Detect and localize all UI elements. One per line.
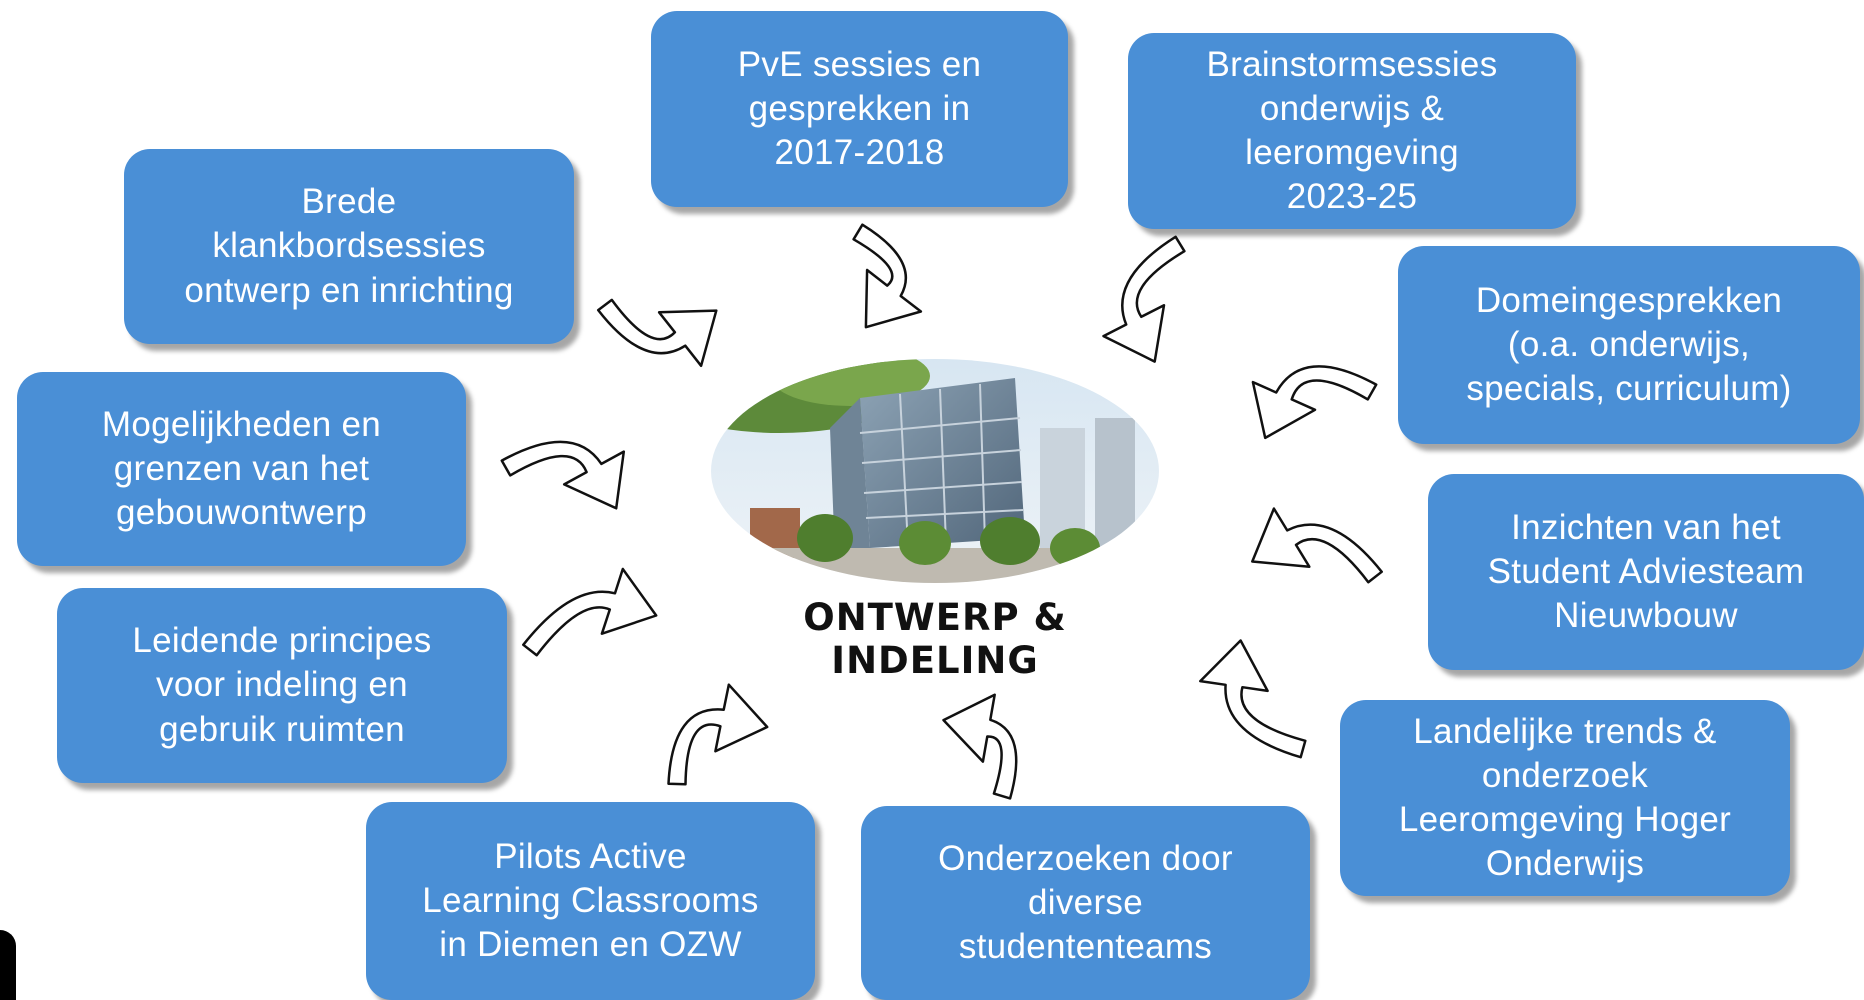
- arrow-from-mogelijkheden: [500, 440, 626, 510]
- arrow-from-domein: [1251, 365, 1378, 440]
- arrow-from-pve: [852, 223, 923, 329]
- building-image: [711, 359, 1159, 583]
- box-klankbordsessies-label: Brede klankbordsessies ontwerp en inrich…: [184, 182, 514, 310]
- box-klankbordsessies: Brede klankbordsessies ontwerp en inrich…: [124, 149, 574, 344]
- arrow-from-landelijk: [1199, 639, 1307, 759]
- box-onderzoeken-studententeams: Onderzoeken door diverse studententeams: [861, 806, 1310, 1000]
- box-pve-sessies-label: PvE sessies en gesprekken in 2017-2018: [737, 44, 982, 173]
- box-pilots-alc: Pilots Active Learning Classrooms in Die…: [366, 802, 815, 1000]
- box-onderzoeken-studententeams-label: Onderzoeken door diverse studententeams: [938, 838, 1233, 967]
- arrow-from-onderzoeken: [942, 693, 1018, 800]
- box-brainstormsessies: Brainstormsessies onderwijs & leeromgevi…: [1128, 33, 1576, 229]
- box-mogelijkheden-label: Mogelijkheden en grenzen van het gebouwo…: [101, 404, 382, 533]
- box-landelijke-trends-label: Landelijke trends & onderzoek Leeromgevi…: [1398, 711, 1732, 884]
- box-pilots-alc-label: Pilots Active Learning Classrooms in Die…: [422, 836, 759, 965]
- arrow-from-inzichten: [1251, 507, 1383, 584]
- box-domeingesprekken: Domeingesprekken (o.a. onderwijs, specia…: [1398, 246, 1860, 444]
- arrow-from-principes: [522, 567, 658, 657]
- box-domeingesprekken-label: Domeingesprekken (o.a. onderwijs, specia…: [1466, 280, 1792, 409]
- box-landelijke-trends: Landelijke trends & onderzoek Leeromgevi…: [1340, 700, 1790, 896]
- box-leidende-principes-label: Leidende principes voor indeling en gebr…: [132, 621, 432, 749]
- arrow-from-klankbord: [596, 298, 718, 368]
- box-inzichten-adviesteam: Inzichten van het Student Adviesteam Nie…: [1428, 474, 1864, 670]
- center-title: ONTWERP & INDELING: [803, 596, 1067, 682]
- arrow-from-brainstorm: [1102, 235, 1186, 363]
- box-mogelijkheden: Mogelijkheden en grenzen van het gebouwo…: [17, 372, 466, 566]
- box-brainstormsessies-label: Brainstormsessies onderwijs & leeromgevi…: [1206, 44, 1498, 217]
- box-pve-sessies: PvE sessies en gesprekken in 2017-2018: [651, 11, 1068, 207]
- box-inzichten-adviesteam-label: Inzichten van het Student Adviesteam Nie…: [1487, 507, 1805, 636]
- box-leidende-principes: Leidende principes voor indeling en gebr…: [57, 588, 507, 783]
- corner-fragment: [0, 930, 16, 1000]
- arrow-from-pilots: [667, 683, 769, 786]
